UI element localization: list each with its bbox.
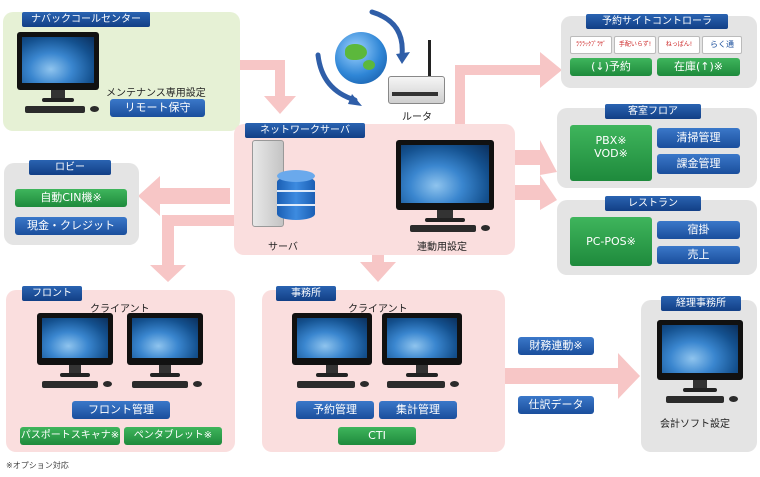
arrow-server-to-lobby [138,176,230,216]
globe-icon [335,32,387,84]
keyboard-icon [410,225,476,232]
mouse-icon [90,106,99,112]
pbx-vod-button[interactable]: PBX※ VOD※ [570,125,652,181]
cash-credit-button[interactable]: 現金・クレジット [15,217,127,235]
logo-tehai: 手配いらず! [614,36,656,54]
arrow-office-to-accounting [505,353,640,399]
arrow-server-to-office [360,255,396,282]
aggregate-management-button[interactable]: 集計管理 [379,401,457,419]
front-header: フロント [22,286,82,301]
sales-button[interactable]: 売上 [657,246,740,264]
journal-data-label: 仕訳データ [518,396,594,414]
link-settings-label: 連動用設定 [417,242,467,253]
logo-lincoln: ﾗﾗﾗｯｸﾌﾟﾗｻﾞ [570,36,612,54]
arrow-server-to-room [515,140,557,175]
network-server-header: ネットワークサーバ [245,123,365,138]
nabak-caption: メンテナンス専用設定 [106,88,206,99]
auto-checkin-button[interactable]: 自動CIN機※ [15,189,127,207]
arrow-nabak-to-server [240,60,296,114]
reservation-header: 予約サイトコントローラ [586,14,728,29]
accounting-monitor-icon [657,320,743,392]
footnote: ※オプション対応 [6,461,69,470]
pc-pos-button[interactable]: PC-POS※ [570,217,652,266]
keyboard-icon [132,381,188,388]
server-label: サーバ [268,242,298,253]
accounting-header: 経理事務所 [661,296,741,311]
keyboard-icon [387,381,445,388]
mouse-icon [729,396,738,402]
mouse-icon [193,381,202,387]
front-monitor-icon [37,313,113,377]
lodging-charge-button[interactable]: 宿掛 [657,221,740,239]
room-floor-header: 客室フロア [605,104,701,119]
finance-link-label: 財務連動※ [518,337,594,355]
front-management-button[interactable]: フロント管理 [72,401,170,419]
remote-maintenance-button[interactable]: リモート保守 [110,99,205,117]
reserve-button[interactable]: (↓)予約 [570,58,652,76]
arrow-server-to-restaurant [515,175,557,210]
restaurant-header: レストラン [605,196,701,211]
arrow-server-to-front [150,215,235,282]
keyboard-icon [42,381,98,388]
mouse-icon [481,225,490,231]
mouse-icon [450,381,459,387]
router-icon [388,40,445,104]
logo-neppan: ねっぱん! [658,36,700,54]
office-header: 事務所 [276,286,336,301]
keyboard-icon [25,106,85,113]
office-client-label: クライアント [348,304,408,315]
mouse-icon [360,381,369,387]
vod-label: VOD※ [594,147,628,160]
pbx-label: PBX※ [595,134,627,147]
nabak-header: ナバックコールセンター [22,12,150,27]
arrow-server-to-reservation [455,52,562,125]
cti-button[interactable]: CTI [338,427,416,445]
cleaning-button[interactable]: 清掃管理 [657,128,740,148]
keyboard-icon [666,396,724,403]
nabak-monitor-icon [17,32,99,102]
database-icon [277,170,315,224]
logo-rakutsu: らく通 [702,36,742,54]
accounting-software-label: 会計ソフト設定 [660,419,730,430]
link-monitor-icon [396,140,494,222]
sync-arrows-icon [315,9,405,103]
router-label: ルータ [402,112,432,123]
pen-tablet-button[interactable]: ペンタブレット※ [124,427,222,445]
stock-button[interactable]: 在庫(↑)※ [657,58,740,76]
front-client-label: クライアント [90,304,150,315]
office-monitor-icon [292,313,372,377]
keyboard-icon [297,381,355,388]
billing-button[interactable]: 課金管理 [657,154,740,174]
lobby-header: ロビー [29,160,111,175]
front-monitor-icon [127,313,203,377]
office-monitor-icon [382,313,462,377]
passport-scanner-button[interactable]: パスポートスキャナ※ [20,427,120,445]
mouse-icon [103,381,112,387]
reservation-management-button[interactable]: 予約管理 [296,401,374,419]
